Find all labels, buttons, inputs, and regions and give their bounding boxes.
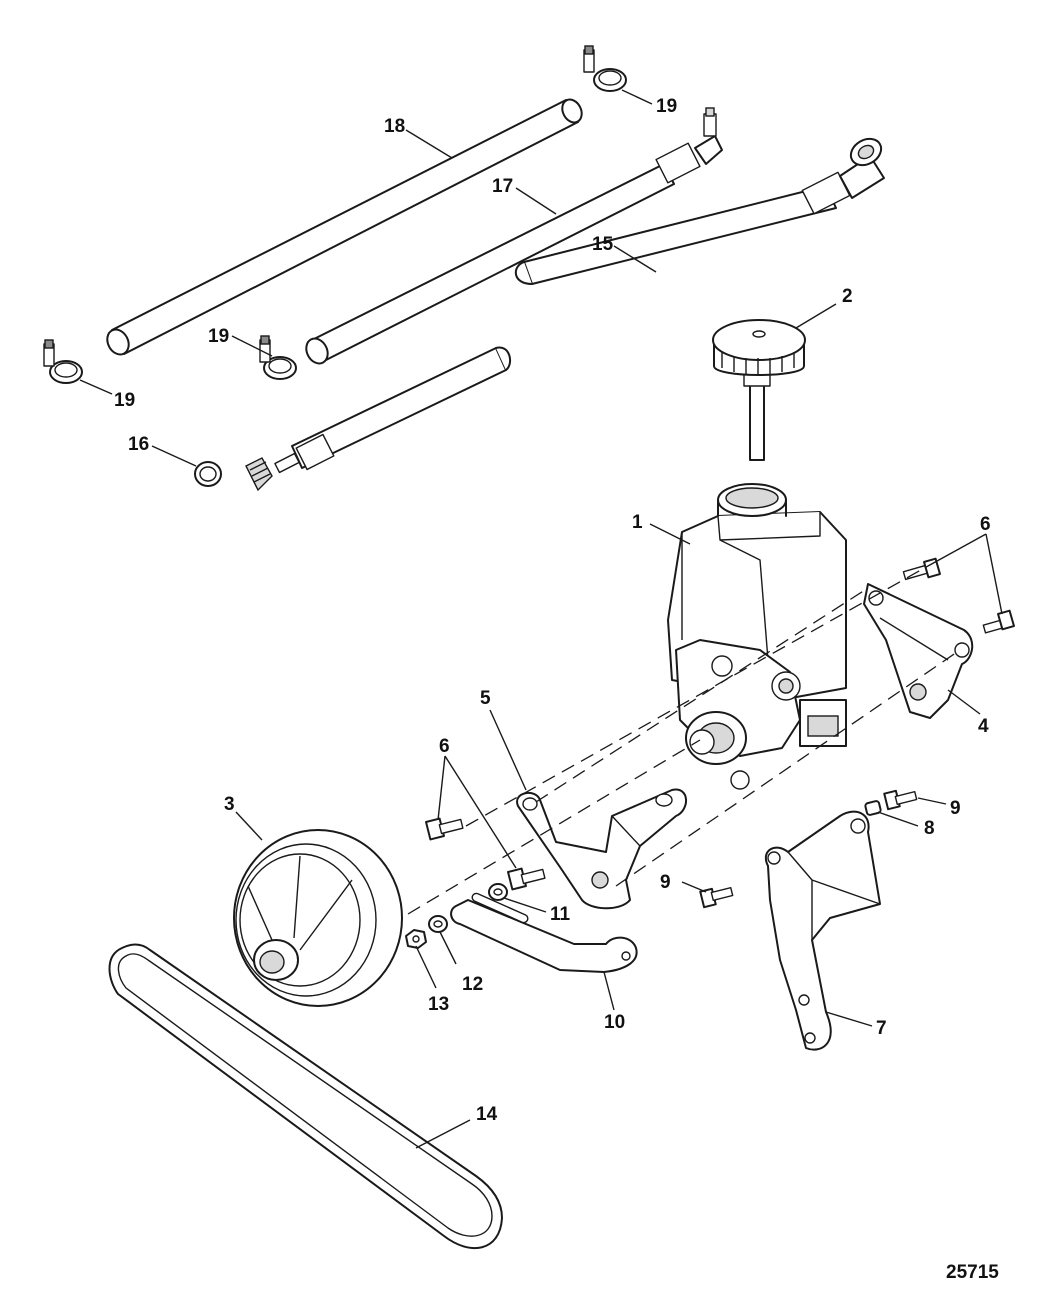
callout-6-left: 6: [439, 736, 450, 757]
callout-2: 2: [842, 286, 853, 307]
callout-8: 8: [924, 818, 935, 839]
hose-clamp-19-middle: [259, 335, 297, 380]
washer-11: [488, 883, 508, 901]
callout-4: 4: [978, 716, 989, 737]
callout-16: 16: [128, 434, 149, 455]
bolt-6-center: [507, 867, 546, 891]
o-ring-16: [194, 461, 222, 487]
callout-9-right: 9: [950, 798, 961, 819]
callout-13: 13: [428, 994, 449, 1015]
callout-14: 14: [476, 1104, 498, 1125]
assembly-guides: [407, 565, 961, 915]
figure-id: 25715: [946, 1262, 999, 1283]
callout-10: 10: [604, 1012, 625, 1033]
hose-15: [245, 137, 885, 492]
power-steering-pump-1: [667, 483, 847, 790]
callout-19-top: 19: [656, 96, 677, 117]
callout-18: 18: [384, 116, 405, 137]
bolt-9-right: [883, 789, 918, 811]
hose-clamp-19-top: [583, 45, 627, 92]
bolt-9-left: [699, 886, 734, 909]
drive-belt-14: [108, 943, 503, 1250]
callout-5: 5: [480, 688, 491, 709]
callout-15: 15: [592, 234, 614, 255]
spacer-8: [864, 800, 882, 816]
adjusting-bracket-10: [450, 892, 638, 973]
callout-12: 12: [462, 974, 483, 995]
callout-9-left: 9: [660, 872, 671, 893]
hose-18: [106, 98, 583, 356]
bracket-5: [516, 788, 687, 910]
reservoir-cap-2: [712, 319, 806, 461]
support-bracket-7: [765, 810, 881, 1051]
callout-7: 7: [876, 1018, 887, 1039]
callout-11: 11: [550, 904, 571, 925]
callout-19-middle: 19: [208, 326, 229, 347]
callout-17: 17: [492, 176, 513, 197]
bolt-6-lower: [982, 609, 1015, 634]
pulley-3: [233, 829, 403, 1007]
callout-6-right: 6: [980, 514, 991, 535]
bracket-4: [863, 583, 974, 719]
hose-17: [305, 107, 723, 365]
callout-19-left: 19: [114, 390, 135, 411]
callout-1: 1: [632, 512, 643, 533]
callout-3: 3: [224, 794, 235, 815]
bolt-6-left: [425, 817, 464, 841]
callout-labels: 18 17 15 19 19 19 16 2 1 6 4 5 6 3 11 12…: [114, 96, 991, 1125]
leader-lines: [79, 89, 1003, 1149]
hose-clamp-19-left: [43, 339, 83, 384]
nut-13: [405, 929, 427, 949]
washer-12: [428, 915, 448, 933]
